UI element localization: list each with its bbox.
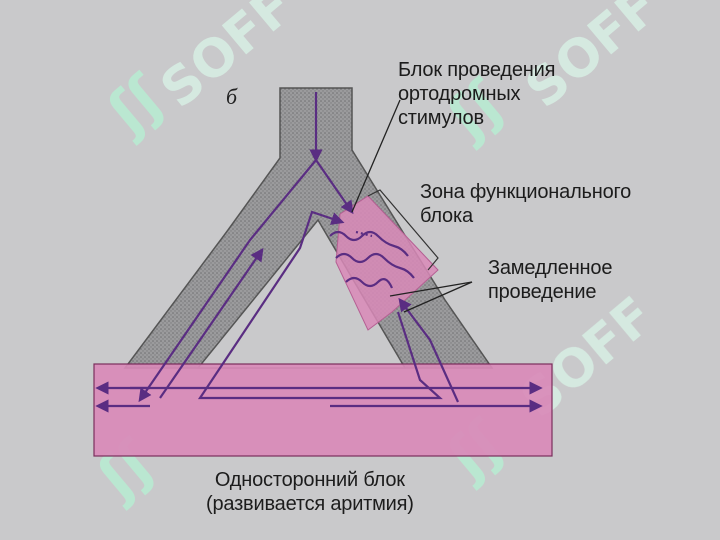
leader-orthodromic [351, 99, 401, 213]
path-right-return [398, 297, 460, 403]
horizontal-band [93, 363, 553, 457]
path-reentry-loop [197, 210, 443, 400]
conduction-pathways [95, 92, 543, 413]
label-slowed-line-1: Замедленное [488, 257, 613, 279]
label-orthodromic-line-2: ортодромных [398, 83, 521, 105]
label-orthodromic-block: Блок проведения ортодромных стимулов [398, 58, 555, 130]
label-one-way-block: Односторонний блок (развивается аритмия) [206, 468, 414, 516]
label-orthodromic-line-3: стимулов [398, 107, 484, 129]
label-functional-block-zone: Зона функционального блока [420, 180, 631, 228]
leader-slowed-1 [389, 281, 473, 297]
path-right-branch [315, 159, 354, 215]
panel-letter: б [226, 84, 238, 109]
leader-slowed-2 [403, 281, 473, 313]
path-left-branch [138, 159, 317, 403]
label-slowed-conduction: Замедленное проведение [488, 256, 612, 304]
label-zone-line-2: блока [420, 205, 473, 227]
zone-bracket [367, 189, 439, 271]
path-slowed-wave-2 [335, 252, 415, 279]
path-left-return [159, 247, 264, 399]
label-slowed-line-2: проведение [488, 281, 597, 303]
path-slowed-wave-3 [345, 276, 394, 289]
label-leaders [351, 99, 473, 313]
label-zone-line-1: Зона функционального [420, 181, 632, 203]
path-slowed-wave-1 [329, 230, 409, 257]
label-one-way-line-2: (развивается аритмия) [206, 493, 414, 515]
label-orthodromic-line-1: Блок проведения [398, 59, 556, 81]
label-one-way-line-1: Односторонний блок [214, 469, 405, 491]
